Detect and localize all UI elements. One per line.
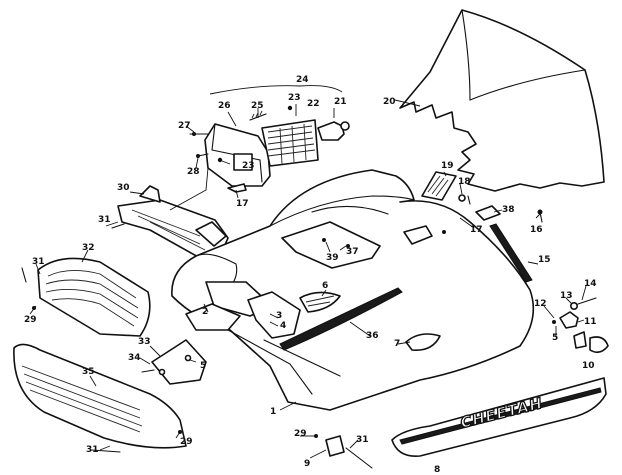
hinge-hardware [552, 297, 609, 354]
callout-17-left: 17 [236, 199, 249, 209]
callout-35: 35 [82, 367, 95, 377]
callout-23-low: 23 [242, 161, 255, 171]
callout-28: 28 [187, 167, 200, 177]
headlight-screws [189, 105, 293, 163]
callout-23-top: 23 [288, 93, 301, 103]
side-trim-strip [489, 223, 533, 283]
callout-1: 1 [270, 407, 276, 417]
small-fasteners [21, 223, 446, 469]
cheetah-decal: CHEETAH [391, 377, 607, 457]
callout-22: 22 [307, 99, 320, 109]
callout-31-b: 31 [32, 257, 45, 267]
callout-36: 36 [366, 331, 379, 341]
belly-pan [117, 185, 229, 259]
callout-labels: 24 20 26 25 23 22 21 27 28 23 17 30 31 3… [24, 75, 597, 475]
callout-4: 4 [280, 321, 286, 331]
callout-12: 12 [534, 299, 547, 309]
callout-39: 39 [326, 253, 339, 263]
callout-13: 13 [560, 291, 573, 301]
callout-29-a: 29 [24, 315, 37, 325]
front-nose-cap [13, 343, 187, 449]
callout-25: 25 [251, 101, 264, 111]
leader-lines [29, 85, 587, 459]
callout-24: 24 [296, 75, 309, 85]
callout-10: 10 [582, 361, 595, 371]
callout-11: 11 [584, 317, 597, 327]
callout-31-a: 31 [98, 215, 111, 225]
headlight-lens [261, 119, 319, 167]
callout-16: 16 [530, 225, 543, 235]
clip-bracket [227, 183, 247, 193]
callout-32: 32 [82, 243, 95, 253]
hood [171, 169, 535, 411]
callout-18: 18 [458, 177, 471, 187]
hood-latch [458, 194, 543, 223]
callout-31-d: 31 [356, 435, 369, 445]
callout-26: 26 [218, 101, 231, 111]
callout-29-b: 29 [180, 437, 193, 447]
callout-3: 3 [276, 311, 282, 321]
headlight-housing [204, 123, 271, 187]
callout-21: 21 [334, 97, 347, 107]
callout-15: 15 [538, 255, 551, 265]
callout-33: 33 [138, 337, 151, 347]
mounting-plate [141, 339, 207, 385]
callout-2: 2 [202, 307, 208, 317]
windshield [399, 9, 605, 192]
callout-20: 20 [383, 97, 396, 107]
callout-5-right: 5 [552, 333, 558, 343]
callout-19: 19 [441, 161, 454, 171]
callout-14: 14 [584, 279, 597, 289]
callout-5-left: 5 [200, 361, 206, 371]
air-grille [37, 257, 151, 337]
callout-6: 6 [322, 281, 328, 291]
callout-27: 27 [178, 121, 191, 131]
callout-17-right: 17 [470, 225, 483, 235]
callout-8: 8 [434, 465, 440, 475]
callout-30: 30 [117, 183, 130, 193]
callout-9: 9 [304, 459, 310, 469]
hood-vent [421, 171, 457, 201]
hood-handle [405, 333, 441, 352]
callout-29-c: 29 [294, 429, 307, 439]
callout-38: 38 [502, 205, 515, 215]
callout-31-c: 31 [86, 445, 99, 455]
callout-34: 34 [128, 353, 141, 363]
callout-7: 7 [394, 339, 400, 349]
headlight-bulb [317, 121, 350, 141]
callout-37: 37 [346, 247, 359, 257]
